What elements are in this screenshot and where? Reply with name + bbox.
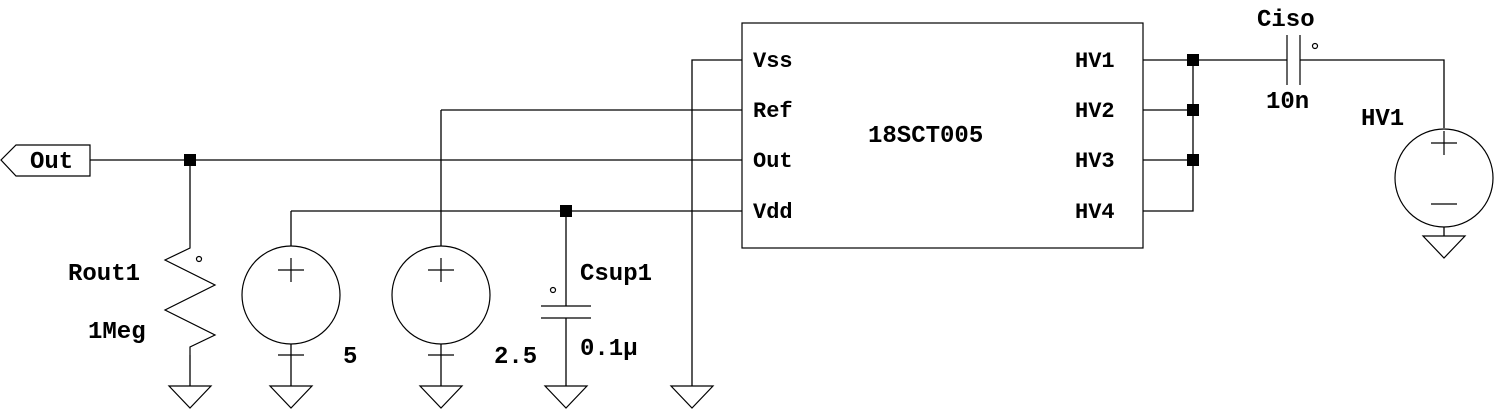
ground-icon (418, 385, 464, 409)
pin1-marker (549, 286, 557, 294)
source-body (241, 245, 341, 345)
net-label-text: Out (30, 149, 73, 176)
voltage-source-5v[interactable]: 5 (241, 245, 357, 371)
pin-vss: Vss (753, 49, 793, 74)
junction-dot (560, 205, 572, 217)
hv1-ref: HV1 (1361, 106, 1404, 133)
ic-body (741, 22, 1144, 249)
csup1-value: 0.1µ (580, 336, 638, 363)
ground-icon (167, 385, 213, 409)
ground-icon (1421, 235, 1467, 259)
rout1-ref: Rout1 (68, 261, 140, 288)
pin-vdd: Vdd (753, 200, 793, 225)
v25-value: 2.5 (494, 344, 537, 371)
source-body (391, 245, 491, 345)
junction-dot (1187, 54, 1199, 66)
resistor-symbol (163, 240, 217, 355)
grounds (167, 235, 1467, 409)
ic-18sct005[interactable]: 18SCT005 Vss Ref Out Vdd HV1 HV2 HV3 HV4 (741, 22, 1144, 249)
wires (90, 59, 1445, 386)
net-label-out[interactable]: Out (0, 144, 91, 177)
junction-dot (1187, 154, 1199, 166)
resistor-rout1[interactable]: Rout1 1Meg (68, 240, 217, 355)
voltage-source-2v5[interactable]: 2.5 (391, 245, 537, 371)
pin-hv1: HV1 (1075, 49, 1115, 74)
junction-dot (1187, 104, 1199, 116)
net-label-flag (0, 144, 91, 177)
pin-hv4: HV4 (1075, 200, 1115, 225)
rout1-value: 1Meg (88, 319, 146, 346)
pin-hv2: HV2 (1075, 99, 1115, 124)
pin1-marker (1311, 42, 1319, 50)
pin1-marker (195, 255, 203, 263)
csup1-ref: Csup1 (580, 261, 652, 288)
source-body (1394, 128, 1494, 228)
ciso-value: 10n (1266, 89, 1309, 116)
capacitor-csup1[interactable]: Csup1 0.1µ (541, 261, 652, 363)
pin-ref: Ref (753, 99, 793, 124)
ciso-ref: Ciso (1257, 7, 1315, 34)
pin-hv3: HV3 (1075, 149, 1115, 174)
capacitor-ciso[interactable]: Ciso 10n (1257, 7, 1319, 116)
junction-dot (184, 154, 196, 166)
voltage-source-hv1[interactable]: HV1 (1361, 106, 1494, 228)
v5-value: 5 (343, 344, 357, 371)
ground-icon (268, 385, 314, 409)
ground-icon (669, 385, 715, 409)
wire-ciso-hv1[interactable] (1300, 59, 1445, 128)
ground-icon (543, 385, 589, 409)
wire-hv4-bus[interactable] (1143, 60, 1194, 212)
ic-name: 18SCT005 (868, 123, 983, 150)
pin-out: Out (753, 149, 793, 174)
junctions (184, 54, 1199, 217)
wire-vss-net[interactable] (691, 59, 742, 386)
